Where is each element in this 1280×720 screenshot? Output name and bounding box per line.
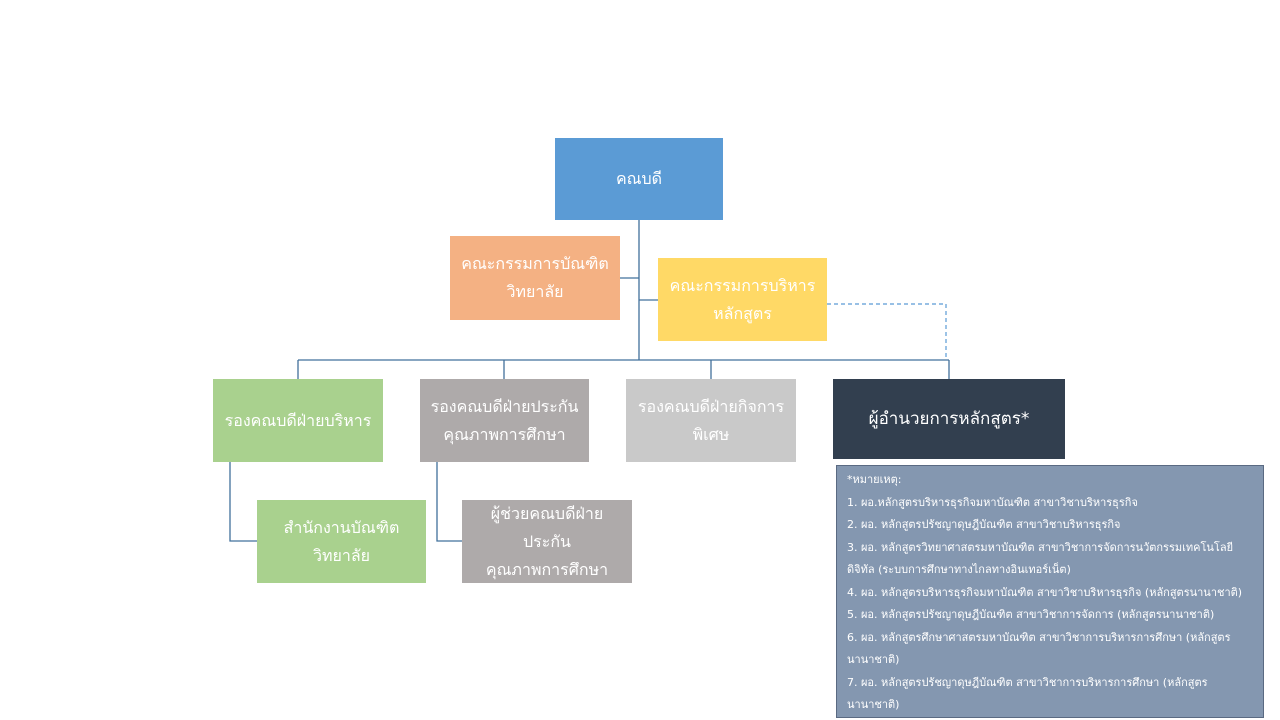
curriculum-committee-box: คณะกรรมการบริหาร หลักสูตร xyxy=(658,258,827,341)
graduate-committee-box: คณะกรรมการบัณฑิต วิทยาลัย xyxy=(450,236,620,320)
footnote-item: 5. ผอ. หลักสูตรปรัชญาดุษฎีบัณฑิต สาขาวิช… xyxy=(847,608,1215,621)
footnote-item: 1. ผอ.หลักสูตรบริหารธุรกิจมหาบัณฑิต สาขา… xyxy=(847,495,1138,509)
curriculum-committee-label: คณะกรรมการบริหาร หลักสูตร xyxy=(669,275,816,323)
footnote-item: 7. ผอ. หลักสูตรปรัชญาดุษฎีบัณฑิต สาขาวิช… xyxy=(847,675,1208,712)
program-directors-label: ผู้อำนวยการหลักสูตร* xyxy=(868,409,1030,429)
footnote-item: 2. ผอ. หลักสูตรปรัชญาดุษฎีบัณฑิต สาขาวิช… xyxy=(847,518,1121,531)
quality-to-assistant xyxy=(436,462,462,542)
assistant-quality-label: ผู้ช่วยคณบดีฝ่ายประกัน คุณภาพการศึกษา xyxy=(485,503,609,579)
vp-quality-box: รองคณบดีฝ่ายประกัน คุณภาพการศึกษา xyxy=(420,379,589,462)
vp-admin-box: รองคณบดีฝ่ายบริหาร xyxy=(213,379,383,462)
graduate-office-box: สำนักงานบัณฑิต วิทยาลัย xyxy=(257,500,426,583)
graduate-committee-label: คณะกรรมการบัณฑิต วิทยาลัย xyxy=(461,254,609,301)
graduate-office-label: สำนักงานบัณฑิต วิทยาลัย xyxy=(283,517,400,565)
vp-special-box: รองคณบดีฝ่ายกิจการ พิเศษ xyxy=(626,379,796,462)
dean-label: คณบดี xyxy=(615,169,663,188)
footnote-item: 3. ผอ. หลักสูตรวิทยาศาสตรมหาบัณฑิต สาขาว… xyxy=(847,540,1234,577)
vp-admin-label: รองคณบดีฝ่ายบริหาร xyxy=(224,410,372,430)
admin-to-office xyxy=(229,462,257,542)
assistant-quality-box: ผู้ช่วยคณบดีฝ่ายประกัน คุณภาพการศึกษา xyxy=(462,500,632,583)
footnote-item: 4. ผอ. หลักสูตรบริหารธุรกิจมหาบัณฑิต สาข… xyxy=(847,585,1243,599)
footnote-heading: *หมายเหตุ: xyxy=(847,473,902,486)
footnote-item: 6. ผอ. หลักสูตรศึกษาศาสตรมหาบัณฑิต สาขาว… xyxy=(847,630,1231,667)
program-directors-box: ผู้อำนวยการหลักสูตร* xyxy=(833,379,1065,459)
curriculum-dashed-link xyxy=(827,303,947,360)
vp-quality-label: รองคณบดีฝ่ายประกัน คุณภาพการศึกษา xyxy=(430,396,579,444)
dean-box: คณบดี xyxy=(555,138,723,220)
vp-special-label: รองคณบดีฝ่ายกิจการ พิเศษ xyxy=(637,396,785,444)
footnote-panel: *หมายเหตุ: 1. ผอ.หลักสูตรบริหารธุรกิจมหา… xyxy=(836,465,1264,718)
